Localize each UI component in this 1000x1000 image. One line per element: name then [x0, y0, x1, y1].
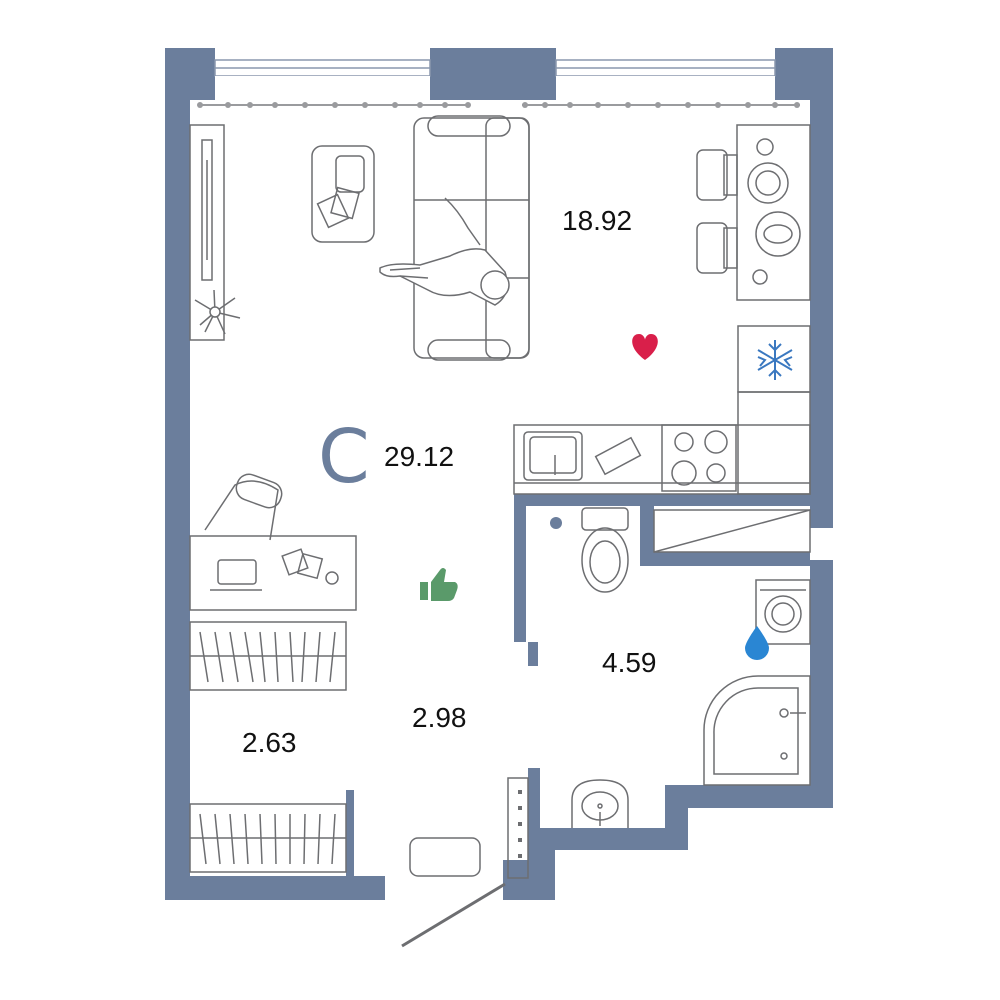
shaft-box: [653, 509, 811, 553]
drain-marker: [550, 517, 562, 529]
bathroom-area-label: 4.59: [602, 647, 657, 678]
wall-bath-left-upper: [514, 494, 526, 642]
wall-bath-left-lower: [528, 642, 538, 666]
plant-icon: [194, 289, 241, 335]
apartment-type-letter: С: [318, 414, 370, 500]
wall-top-middle: [430, 48, 556, 100]
office-chair: [204, 473, 283, 541]
shower-tray: [703, 675, 811, 786]
sofa: [413, 115, 530, 361]
coffee-table: [311, 145, 375, 243]
washbasin: [571, 779, 629, 828]
snowflake-icon: [757, 340, 793, 380]
windows: [214, 59, 776, 77]
closet-area-label: 2.63: [242, 727, 297, 758]
doormat: [409, 837, 481, 877]
total-area-label: 29.12: [384, 441, 454, 472]
hall-area-label: 2.98: [412, 702, 467, 733]
thumbs-up-icon: [420, 568, 458, 601]
desk: [189, 535, 357, 611]
heart-icon: [632, 334, 658, 360]
living-room-area-label: 18.92: [562, 205, 632, 236]
wall-right-lower: [810, 560, 833, 808]
wall-closet-stub: [346, 790, 354, 880]
tv-stand: [189, 124, 225, 341]
water-drop-icon: [745, 626, 769, 660]
washing-machine: [755, 579, 811, 645]
wall-shaft: [640, 506, 810, 566]
dining-table: [696, 124, 811, 301]
person-figure: [379, 197, 510, 306]
wall-left: [165, 48, 190, 900]
toilet: [581, 507, 629, 593]
kitchen-counter: [513, 424, 811, 495]
wall-kitchen-bath: [514, 494, 810, 506]
wall-bathroom-bottom: [528, 785, 833, 900]
wall-right-upper: [810, 48, 833, 528]
walls: [165, 48, 833, 900]
entrance-door: [401, 777, 529, 948]
wall-bathroom-corridor: [528, 768, 540, 850]
wardrobe-upper: [189, 621, 347, 691]
wardrobe-lower: [189, 803, 347, 873]
